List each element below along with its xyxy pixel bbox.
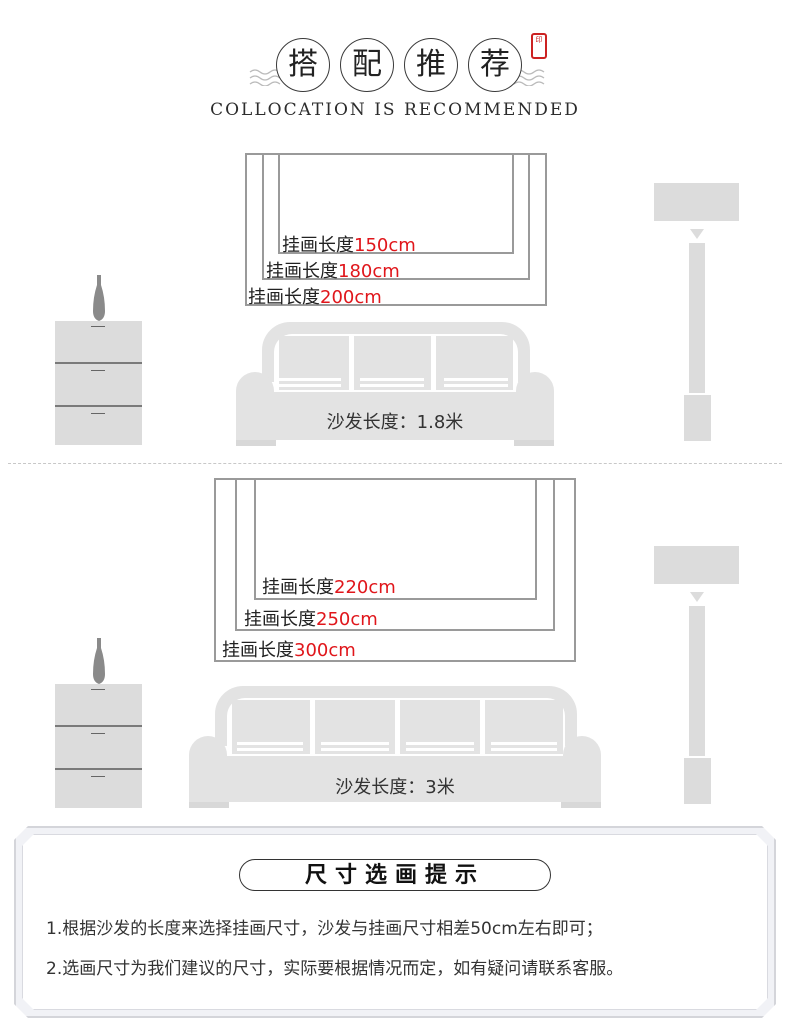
tips-title: 尺寸选画提示: [239, 859, 551, 891]
lamp-pole: [689, 606, 705, 756]
lamp-tip: [690, 592, 704, 602]
frame-label-250cm: 挂画长度250cm: [244, 609, 378, 630]
lamp-shade: [654, 546, 739, 584]
frame-outline-300cm: [214, 478, 576, 662]
sofa-1-8m: [236, 322, 556, 446]
sofa-length-label: 沙发长度：3米: [335, 777, 455, 798]
frame-label-150cm: 挂画长度150cm: [282, 235, 416, 256]
wave-ornament-left: [249, 69, 281, 86]
section-divider: [8, 463, 782, 464]
side-cabinet: [55, 684, 142, 808]
tip-line-2: 2.选画尺寸为我们建议的尺寸，实际要根据情况而定，如有疑问请联系客服。: [46, 959, 624, 979]
title-char-1: 搭: [276, 38, 330, 92]
frame-outline-250cm: [235, 478, 555, 631]
recommendation-1-8m-sofa: 挂画长度150cm 挂画长度180cm 挂画长度200cm 沙发长度：1.8米: [0, 0, 790, 462]
frame-label-220cm: 挂画长度220cm: [262, 577, 396, 598]
vase-icon: [93, 275, 105, 321]
frame-label-200cm: 挂画长度200cm: [248, 287, 382, 308]
vase-icon: [93, 638, 105, 684]
sofa-length-label: 沙发长度：1.8米: [326, 412, 464, 433]
frame-outline-200cm: [245, 153, 547, 306]
frame-outline-180cm: [262, 153, 530, 280]
recommendation-3m-sofa: 挂画长度220cm 挂画长度250cm 挂画长度300cm 沙发长度：3米: [0, 466, 790, 816]
sofa-3m: [189, 686, 603, 808]
frame-label-180cm: 挂画长度180cm: [266, 261, 400, 282]
tip-line-1: 1.根据沙发的长度来选择挂画尺寸，沙发与挂画尺寸相差50cm左右即可；: [46, 919, 603, 939]
lamp-pole: [689, 243, 705, 393]
title-char-3: 推: [404, 38, 458, 92]
lamp-shade: [654, 183, 739, 221]
lamp-base: [684, 395, 711, 441]
lamp-tip: [690, 229, 704, 239]
frame-outline-220cm: [254, 478, 537, 600]
page-subtitle: COLLOCATION IS RECOMMENDED: [210, 100, 580, 120]
title-char-4: 荐: [468, 38, 522, 92]
side-cabinet: [55, 321, 142, 445]
lamp-base: [684, 758, 711, 804]
section-header: 搭 配 推 荐 印: [0, 30, 790, 150]
red-seal-stamp: 印: [531, 33, 547, 59]
title-char-2: 配: [340, 38, 394, 92]
frame-label-300cm: 挂画长度300cm: [222, 640, 356, 661]
frame-outline-150cm: [278, 153, 514, 254]
